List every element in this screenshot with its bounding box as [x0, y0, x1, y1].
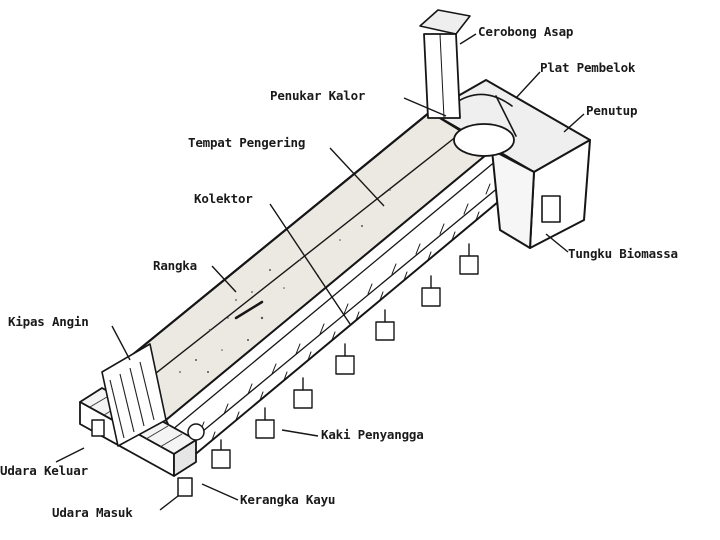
leader-cerobong-asap [459, 33, 477, 45]
label-penukar-kalor: Penukar Kalor [270, 88, 366, 103]
support-legs [211, 243, 479, 469]
support-leg [375, 309, 395, 341]
label-udara-keluar: Udara Keluar [0, 463, 88, 478]
label-kolektor: Kolektor [194, 191, 253, 206]
support-leg [335, 343, 355, 375]
heat-exchanger-drum [453, 123, 515, 157]
furnace-assembly [429, 79, 591, 249]
surface-mark [234, 300, 264, 320]
chimney-cap [419, 9, 471, 35]
leader-lines [55, 33, 585, 511]
chimney [419, 9, 471, 119]
label-kerangka-kayu: Kerangka Kayu [240, 492, 336, 507]
support-leg [293, 377, 313, 409]
dryer-body [102, 110, 511, 463]
furnace-door [541, 195, 561, 223]
furnace-side [491, 149, 535, 249]
label-plat-pembelok: Plat Pembelok [540, 60, 636, 75]
baffle-plate [495, 95, 517, 137]
roof-ridge [131, 131, 463, 393]
air-inlet [187, 423, 205, 441]
leader-kolektor [269, 203, 351, 325]
label-penutup: Penutup [586, 103, 638, 118]
leader-tempat-pengering [329, 147, 385, 207]
leader-udara-masuk [159, 495, 179, 511]
back-edge [102, 110, 432, 380]
label-rangka: Rangka [153, 258, 197, 273]
chimney-seam [439, 33, 445, 119]
label-udara-masuk: Udara Masuk [52, 505, 133, 520]
collector-rail-bottom [179, 181, 506, 451]
leader-kaki-penyangga [281, 429, 319, 437]
support-leg [421, 275, 441, 307]
base-foot-left [91, 419, 105, 437]
label-kaki-penyangga: Kaki Penyangga [321, 427, 424, 442]
label-tempat-pengering: Tempat Pengering [188, 135, 306, 150]
collector-rail-top [171, 159, 498, 431]
leader-tungku-biomassa [545, 233, 569, 253]
base-side [173, 439, 197, 477]
support-leg [255, 407, 275, 439]
leader-plat-pembelok [515, 71, 541, 99]
label-cerobong-asap: Cerobong Asap [478, 24, 574, 39]
wooden-frame-base [79, 343, 205, 497]
leader-penukar-kalor [403, 97, 447, 117]
leader-rangka [211, 265, 237, 293]
support-leg [459, 243, 479, 275]
base-foot-right [177, 477, 193, 497]
support-leg [211, 439, 231, 469]
fan-slats [109, 361, 155, 439]
surface-texture [159, 189, 391, 393]
label-kipas-angin: Kipas Angin [8, 314, 89, 329]
leader-kerangka-kayu [201, 483, 239, 501]
label-tungku-biomassa: Tungku Biomassa [568, 246, 678, 261]
leader-penutup [563, 113, 585, 133]
leader-udara-keluar [55, 447, 85, 463]
leader-kipas-angin [111, 325, 131, 361]
fan-box [101, 343, 167, 447]
